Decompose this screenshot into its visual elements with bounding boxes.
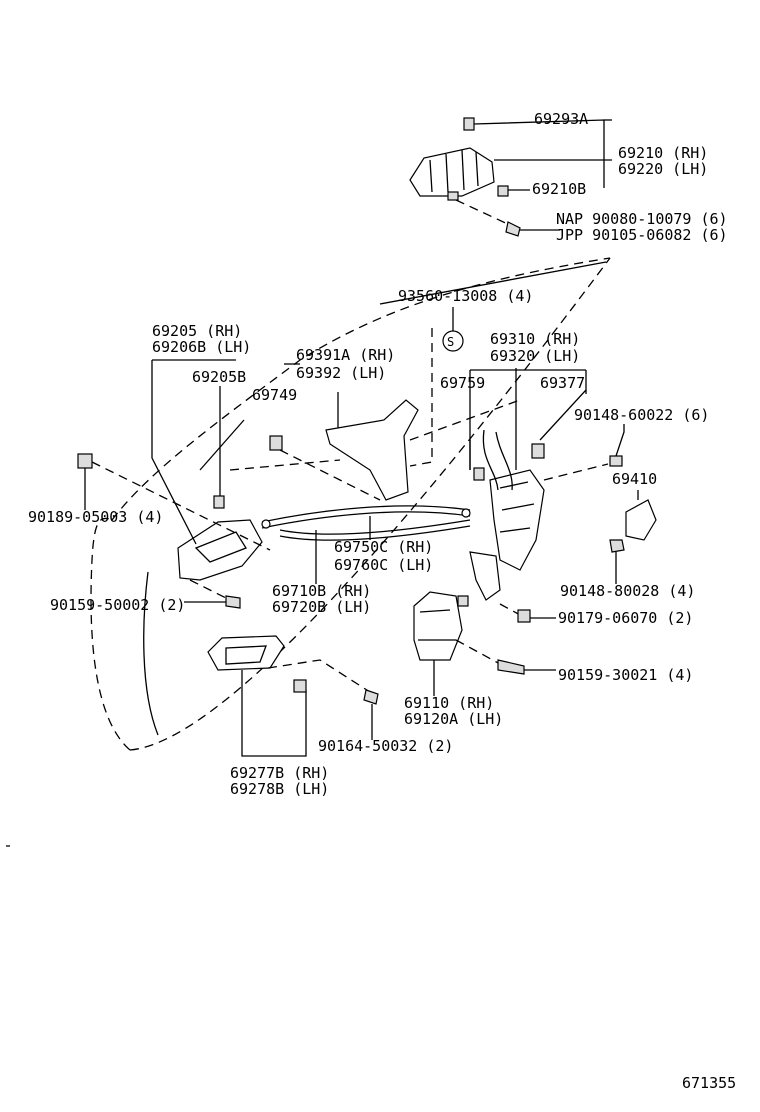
part-labels: 69293A 69210 (RH) 69220 (LH) 69210B NAP … [28, 110, 736, 1092]
part-69410 [609, 490, 657, 584]
label-69410: 69410 [612, 470, 657, 488]
label-69310: 69310 (RH) [490, 330, 580, 348]
label-69720b: 69720B (LH) [272, 598, 371, 616]
handle-bezel [207, 635, 379, 757]
label-90148-60022: 90148-60022 (6) [574, 406, 709, 424]
label-90189: 90189-05003 (4) [28, 508, 163, 526]
s-mark-symbol: S [442, 307, 464, 352]
lock-assembly [469, 368, 625, 601]
label-69205b: 69205B [192, 368, 246, 386]
label-69760c: 69760C (LH) [334, 556, 433, 574]
label-69749: 69749 [252, 386, 297, 404]
label-69277b: 69277B (RH) [230, 764, 329, 782]
label-69750c: 69750C (RH) [334, 538, 433, 556]
label-69278b: 69278B (LH) [230, 780, 329, 798]
label-93560: 93560-13008 (4) [398, 287, 533, 305]
label-69210b: 69210B [532, 180, 586, 198]
label-90164: 90164-50032 (2) [318, 737, 453, 755]
label-jpp: JPP 90105-06082 (6) [556, 226, 728, 244]
label-nap: NAP 90080-10079 (6) [556, 210, 728, 228]
label-69320: 69320 (LH) [490, 347, 580, 365]
label-69220: 69220 (LH) [618, 160, 708, 178]
label-69710b: 69710B (RH) [272, 582, 371, 600]
label-69293a: 69293A [534, 110, 588, 128]
inside-handle-assembly [77, 359, 300, 609]
diagram-id: 671355 [682, 1074, 736, 1092]
label-90179: 90179-06070 (2) [558, 609, 693, 627]
cable-assembly [261, 505, 471, 584]
label-90148-80028: 90148-80028 (4) [560, 582, 695, 600]
bracket-assembly [229, 328, 521, 501]
door-lock-actuator [413, 591, 556, 696]
label-69391a: 69391A (RH) [296, 346, 395, 364]
label-69377: 69377 [540, 374, 585, 392]
label-69120a: 69120A (LH) [404, 710, 503, 728]
label-69210: 69210 (RH) [618, 144, 708, 162]
label-69759: 69759 [440, 374, 485, 392]
label-90159-30021: 90159-30021 (4) [558, 666, 693, 684]
label-69110: 69110 (RH) [404, 694, 494, 712]
door-outline [90, 257, 611, 751]
outside-handle-assembly [409, 117, 612, 237]
label-90159-50002: 90159-50002 (2) [50, 596, 185, 614]
label-69392: 69392 (LH) [296, 364, 386, 382]
s-mark-label: S [447, 335, 454, 349]
leader-lines [469, 390, 587, 470]
label-69205: 69205 (RH) [152, 322, 242, 340]
label-69206b: 69206B (LH) [152, 338, 251, 356]
